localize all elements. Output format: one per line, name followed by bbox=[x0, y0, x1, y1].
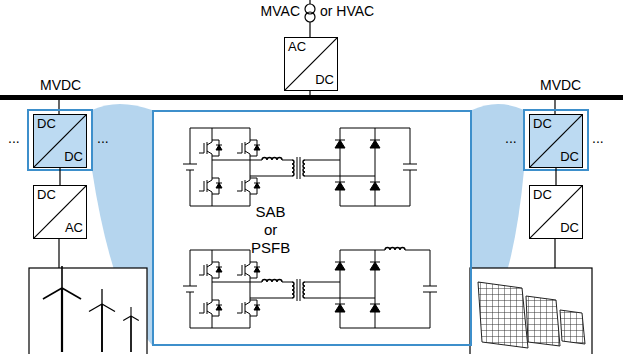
converter-box: DC DC bbox=[529, 185, 583, 239]
highlight-frame bbox=[524, 110, 588, 170]
bus-label: MVDC bbox=[40, 77, 81, 93]
grid-label: or HVAC bbox=[320, 3, 374, 19]
diagonal-divider bbox=[529, 114, 583, 168]
diagonal-divider bbox=[33, 185, 87, 239]
wind-turbines bbox=[43, 266, 139, 352]
converter-box: AC DC bbox=[284, 37, 338, 91]
port-label: AC bbox=[65, 221, 83, 236]
converter-box: DC AC bbox=[33, 185, 87, 239]
port-label: DC bbox=[560, 221, 579, 236]
continuation-dots: ... bbox=[8, 130, 20, 146]
solar-panels bbox=[478, 282, 585, 348]
mvdc-bus bbox=[0, 95, 623, 100]
converter-box: DC DC bbox=[33, 114, 87, 168]
continuation-dots: ... bbox=[97, 130, 109, 146]
diagonal-divider bbox=[284, 37, 338, 91]
topology-label: SAB or PSFB bbox=[251, 203, 290, 257]
wind-farm-frame bbox=[29, 268, 147, 354]
port-label: DC bbox=[533, 117, 552, 132]
converter-schematic bbox=[183, 128, 437, 328]
bus-wire bbox=[59, 87, 555, 268]
bus-label: MVDC bbox=[540, 77, 581, 93]
port-label: DC bbox=[560, 150, 579, 165]
transformer-symbol bbox=[305, 0, 315, 37]
port-label: DC bbox=[37, 117, 56, 132]
port-label: AC bbox=[288, 40, 306, 55]
diagonal-divider bbox=[529, 185, 583, 239]
solar-frame bbox=[470, 268, 592, 354]
continuation-dots: ... bbox=[592, 130, 604, 146]
diagonal-divider bbox=[33, 114, 87, 168]
highlight-frame bbox=[28, 110, 92, 170]
grid-label: MVAC bbox=[261, 3, 300, 19]
continuation-dots: ... bbox=[505, 130, 517, 146]
converter-box: DC DC bbox=[529, 114, 583, 168]
port-label: DC bbox=[37, 188, 56, 203]
port-label: DC bbox=[533, 188, 552, 203]
connector-wire bbox=[555, 168, 556, 185]
topology-panel: SAB or PSFB bbox=[152, 110, 472, 346]
connector-wire bbox=[59, 168, 60, 185]
port-label: DC bbox=[64, 150, 83, 165]
port-label: DC bbox=[315, 73, 334, 88]
